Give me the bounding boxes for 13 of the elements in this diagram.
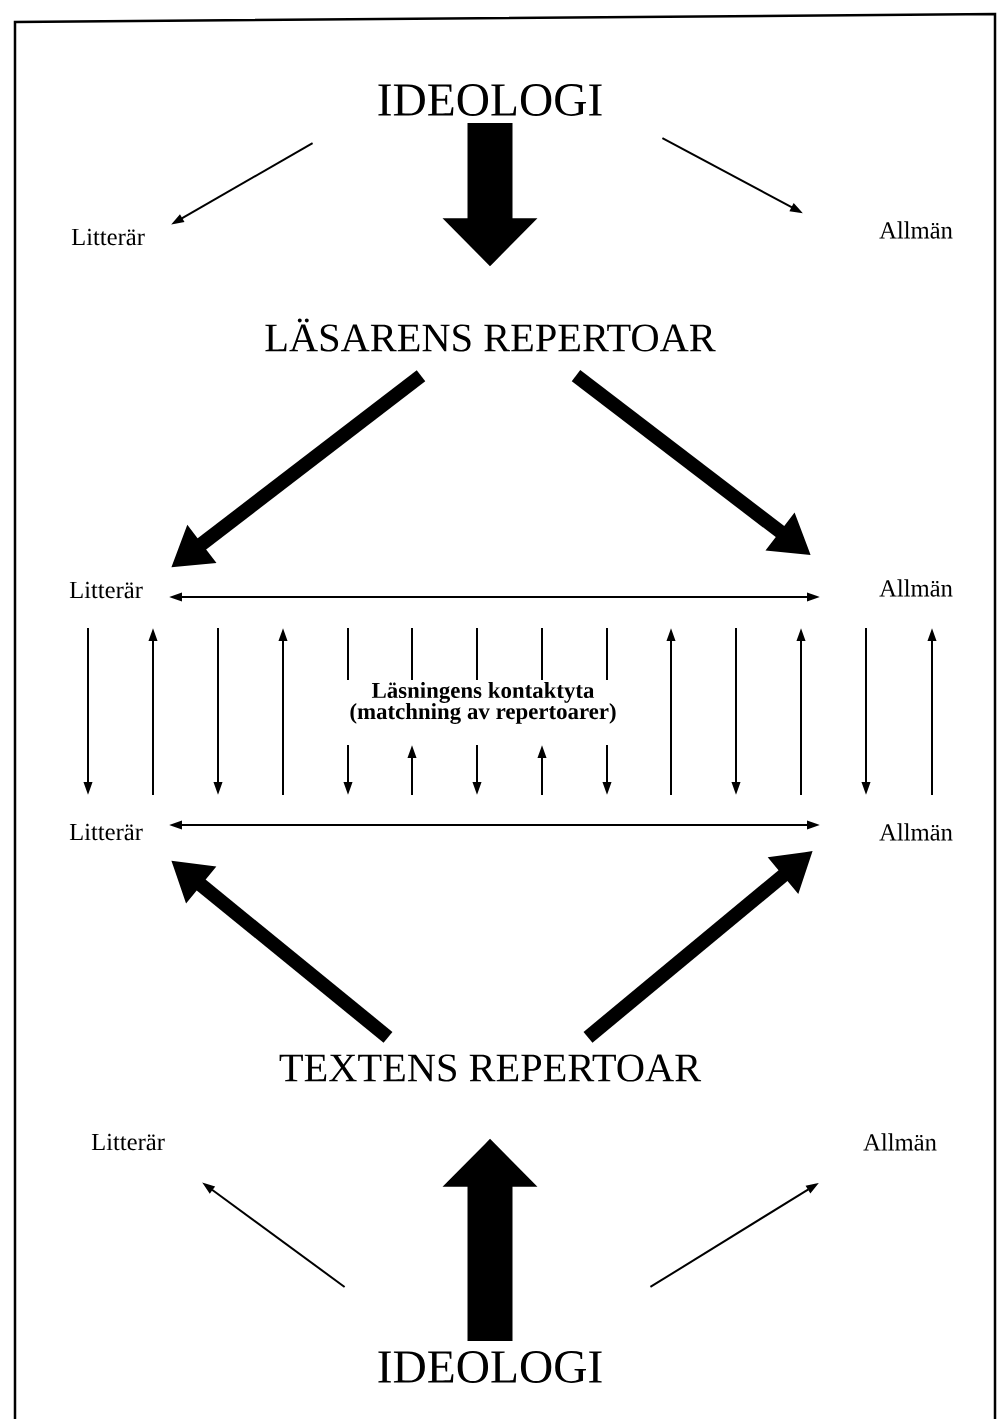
category-label: Allmän [879,823,953,841]
category-label: Allmän [879,579,953,597]
category-label: Allmän [879,221,953,239]
category-label: Litterär [69,581,143,599]
center-text: Läsningens kontaktyta (matchning av repertoarer) [350,682,616,724]
category-label: Allmän [863,1133,937,1151]
category-label: Litterär [91,1133,165,1151]
heading-text: LÄSARENS REPERTOAR [265,318,716,352]
heading-text: TEXTENS REPERTOAR [279,1054,702,1082]
heading-text: IDEOLOGI [378,1351,602,1383]
category-label: Litterär [69,823,143,841]
category-label: Litterär [71,228,145,246]
heading-text: IDEOLOGI [378,84,602,116]
